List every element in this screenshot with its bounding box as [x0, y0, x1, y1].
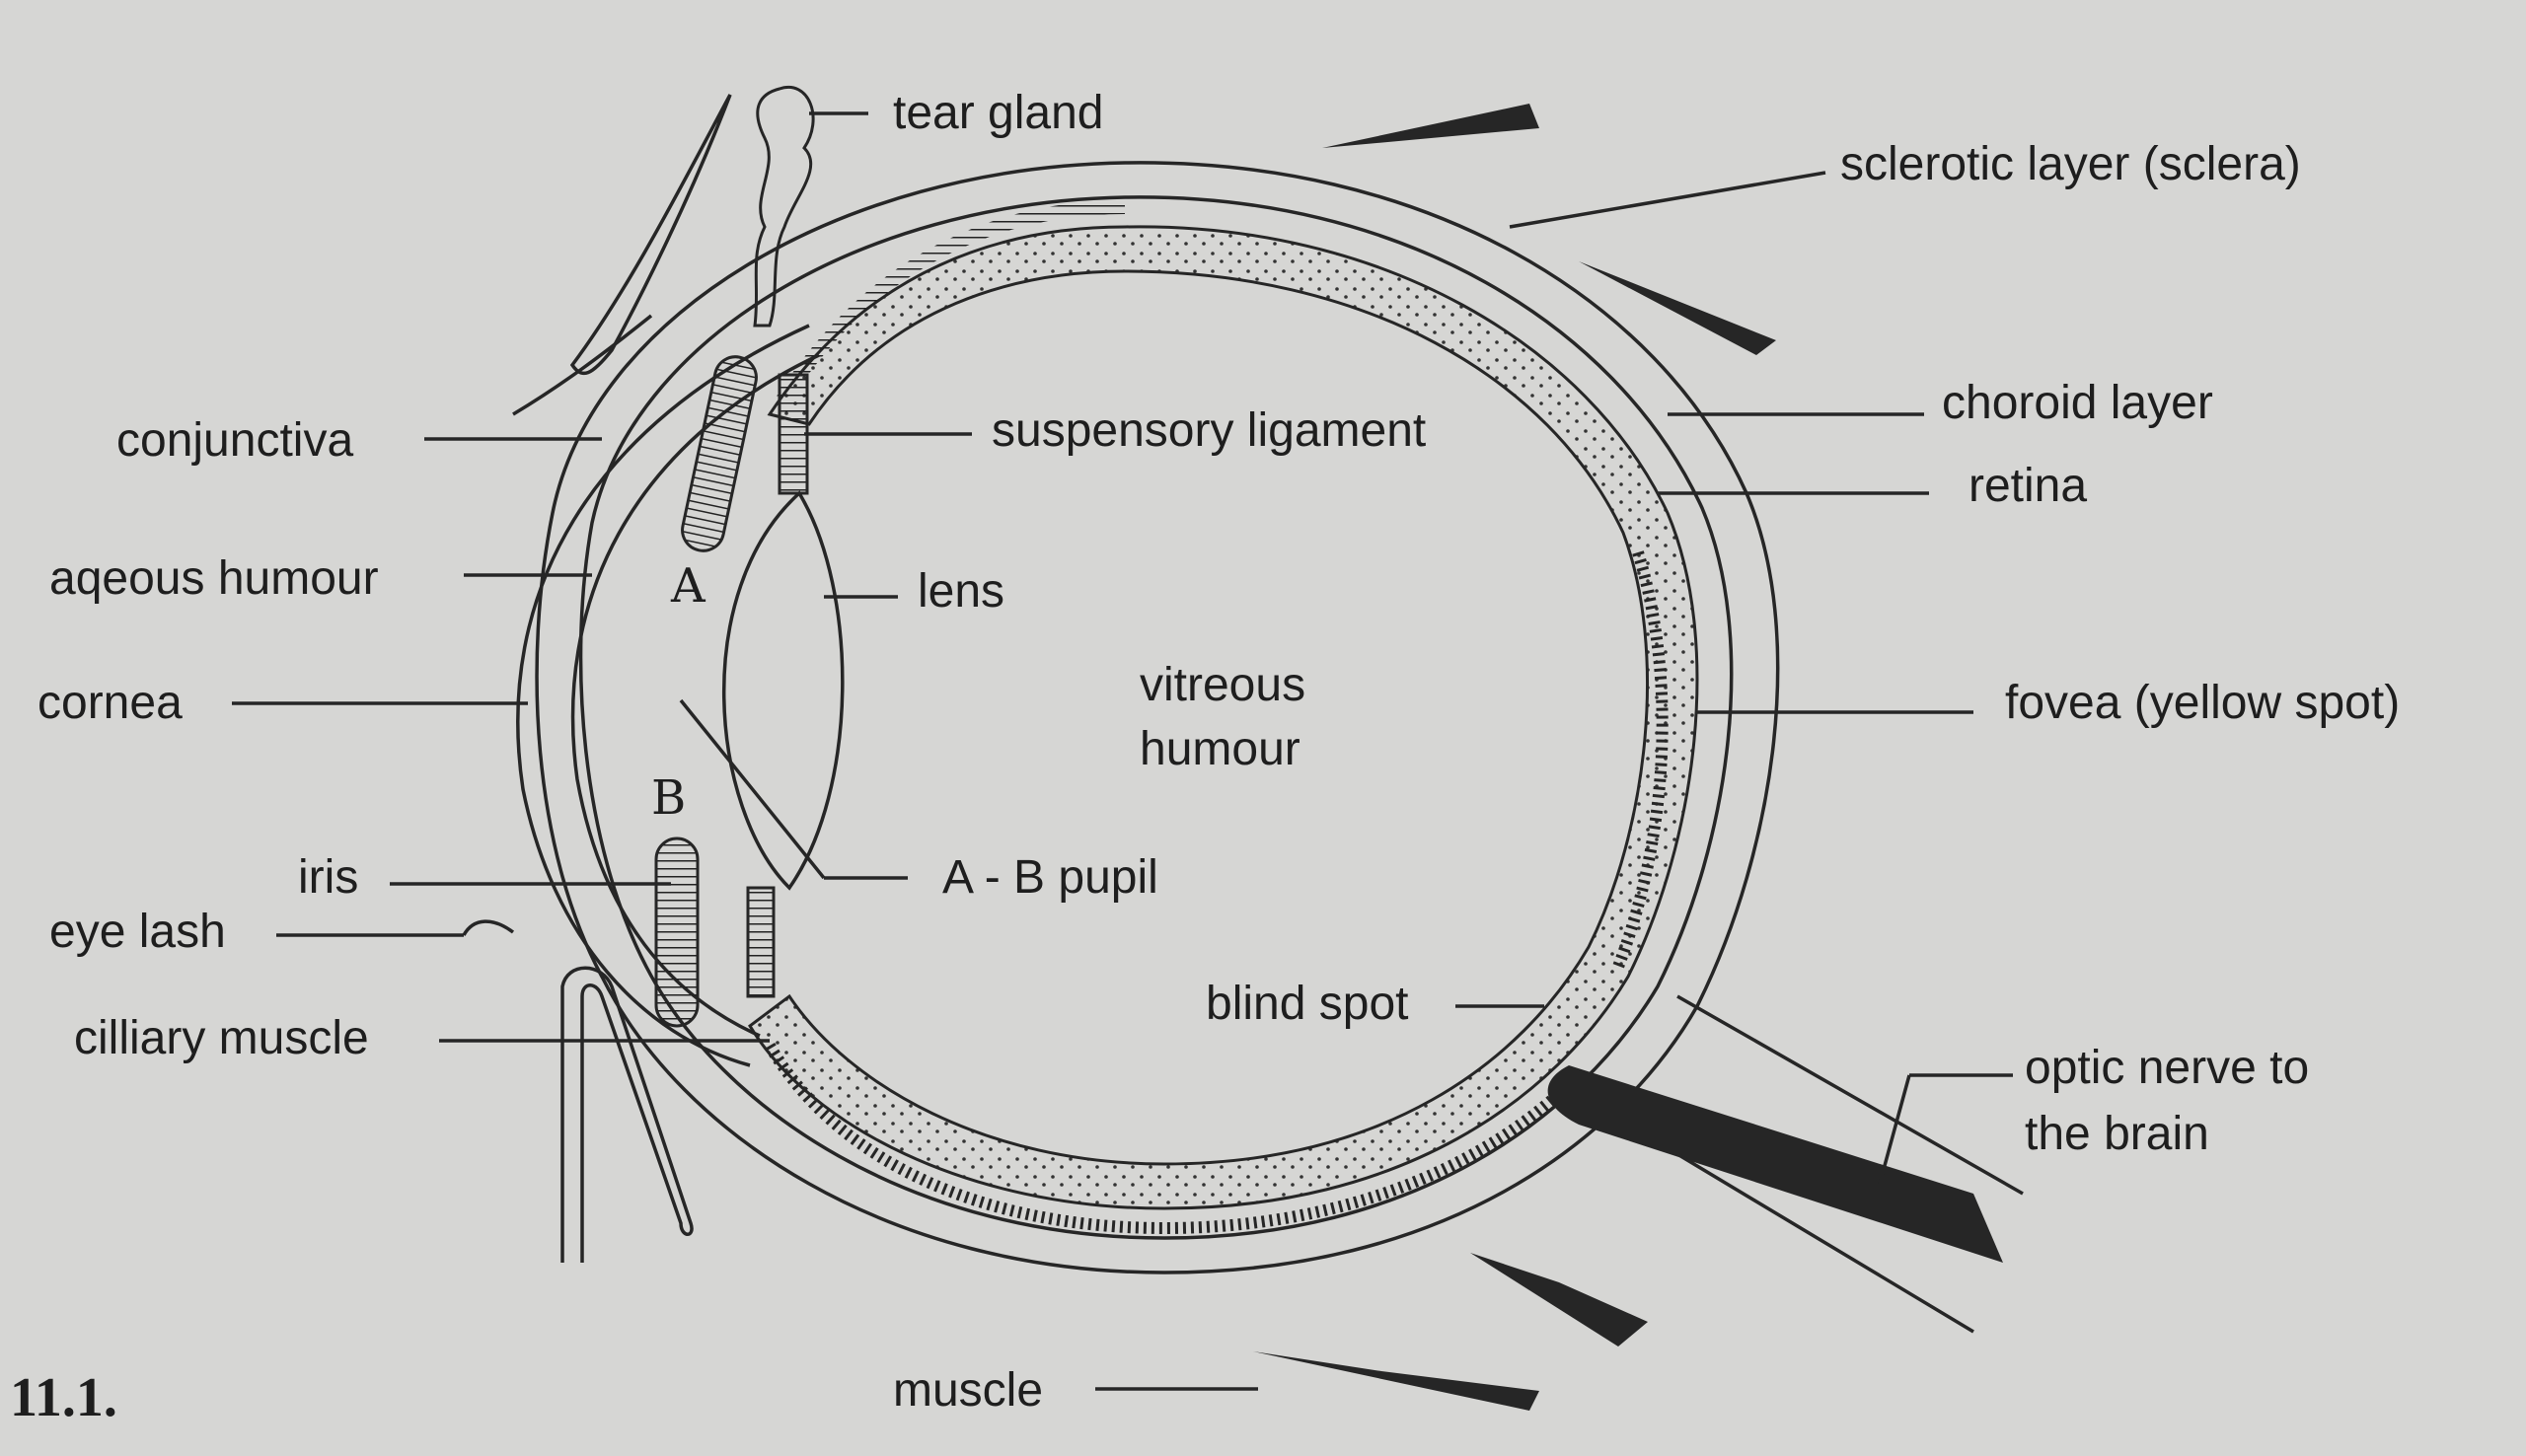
tear-gland-shape	[753, 85, 815, 328]
optic-nerve-label-line1: optic nerve to	[2025, 1042, 2309, 1094]
sclera-label: sclerotic layer (sclera)	[1840, 138, 2301, 190]
vitreous-label-line2: humour	[1140, 723, 1300, 775]
muscle-label: muscle	[893, 1364, 1043, 1417]
eye-lash-label: eye lash	[49, 906, 226, 958]
optic-nerve-label-line2: the brain	[2025, 1108, 2209, 1160]
vitreous-label-line1: vitreous	[1140, 659, 1305, 711]
marker-b: B	[651, 770, 686, 826]
choroid-label: choroid layer	[1942, 377, 2213, 429]
ciliary-muscle-label: cilliary muscle	[74, 1012, 369, 1064]
lower-eyelid	[560, 966, 694, 1263]
muscle-upper-right	[1579, 261, 1776, 355]
fovea-label: fovea (yellow spot)	[2005, 677, 2400, 729]
muscle-top	[1322, 104, 1539, 148]
suspensory-ligament-label: suspensory ligament	[992, 404, 1426, 457]
suspensory-upper	[778, 373, 809, 495]
iris-shape	[654, 837, 700, 1028]
aqueous-humour-label: aqeous humour	[49, 552, 379, 605]
choroid-striations	[774, 200, 1126, 408]
lens-label: lens	[918, 565, 1004, 618]
tear-gland-label: tear gland	[893, 87, 1104, 139]
suspensory-lower	[746, 886, 776, 998]
cornea-label: cornea	[37, 677, 183, 729]
pupil-label: A - B pupil	[942, 851, 1158, 904]
cornea-outer	[516, 324, 810, 1067]
optic-nerve	[1547, 1065, 2003, 1263]
figure-number: 11.1.	[10, 1367, 117, 1428]
optic-nerve-sheath	[1676, 994, 2024, 1334]
blind-spot-label: blind spot	[1206, 978, 1408, 1030]
muscle-bottom	[1253, 1351, 1539, 1411]
retina-label: retina	[1969, 460, 2087, 512]
conjunctiva-label: conjunctiva	[116, 414, 353, 467]
retina-band	[748, 225, 1699, 1210]
muscle-lower	[1470, 1253, 1648, 1347]
leader-lines	[232, 111, 2013, 1391]
iris-label: iris	[298, 851, 358, 904]
upper-eyelid	[512, 94, 732, 416]
ciliary-upper	[681, 355, 758, 552]
choroid-striations-right	[1612, 550, 1669, 970]
sclera-outline	[535, 161, 1780, 1274]
lens-shape	[722, 490, 845, 891]
marker-a: A	[670, 558, 706, 614]
